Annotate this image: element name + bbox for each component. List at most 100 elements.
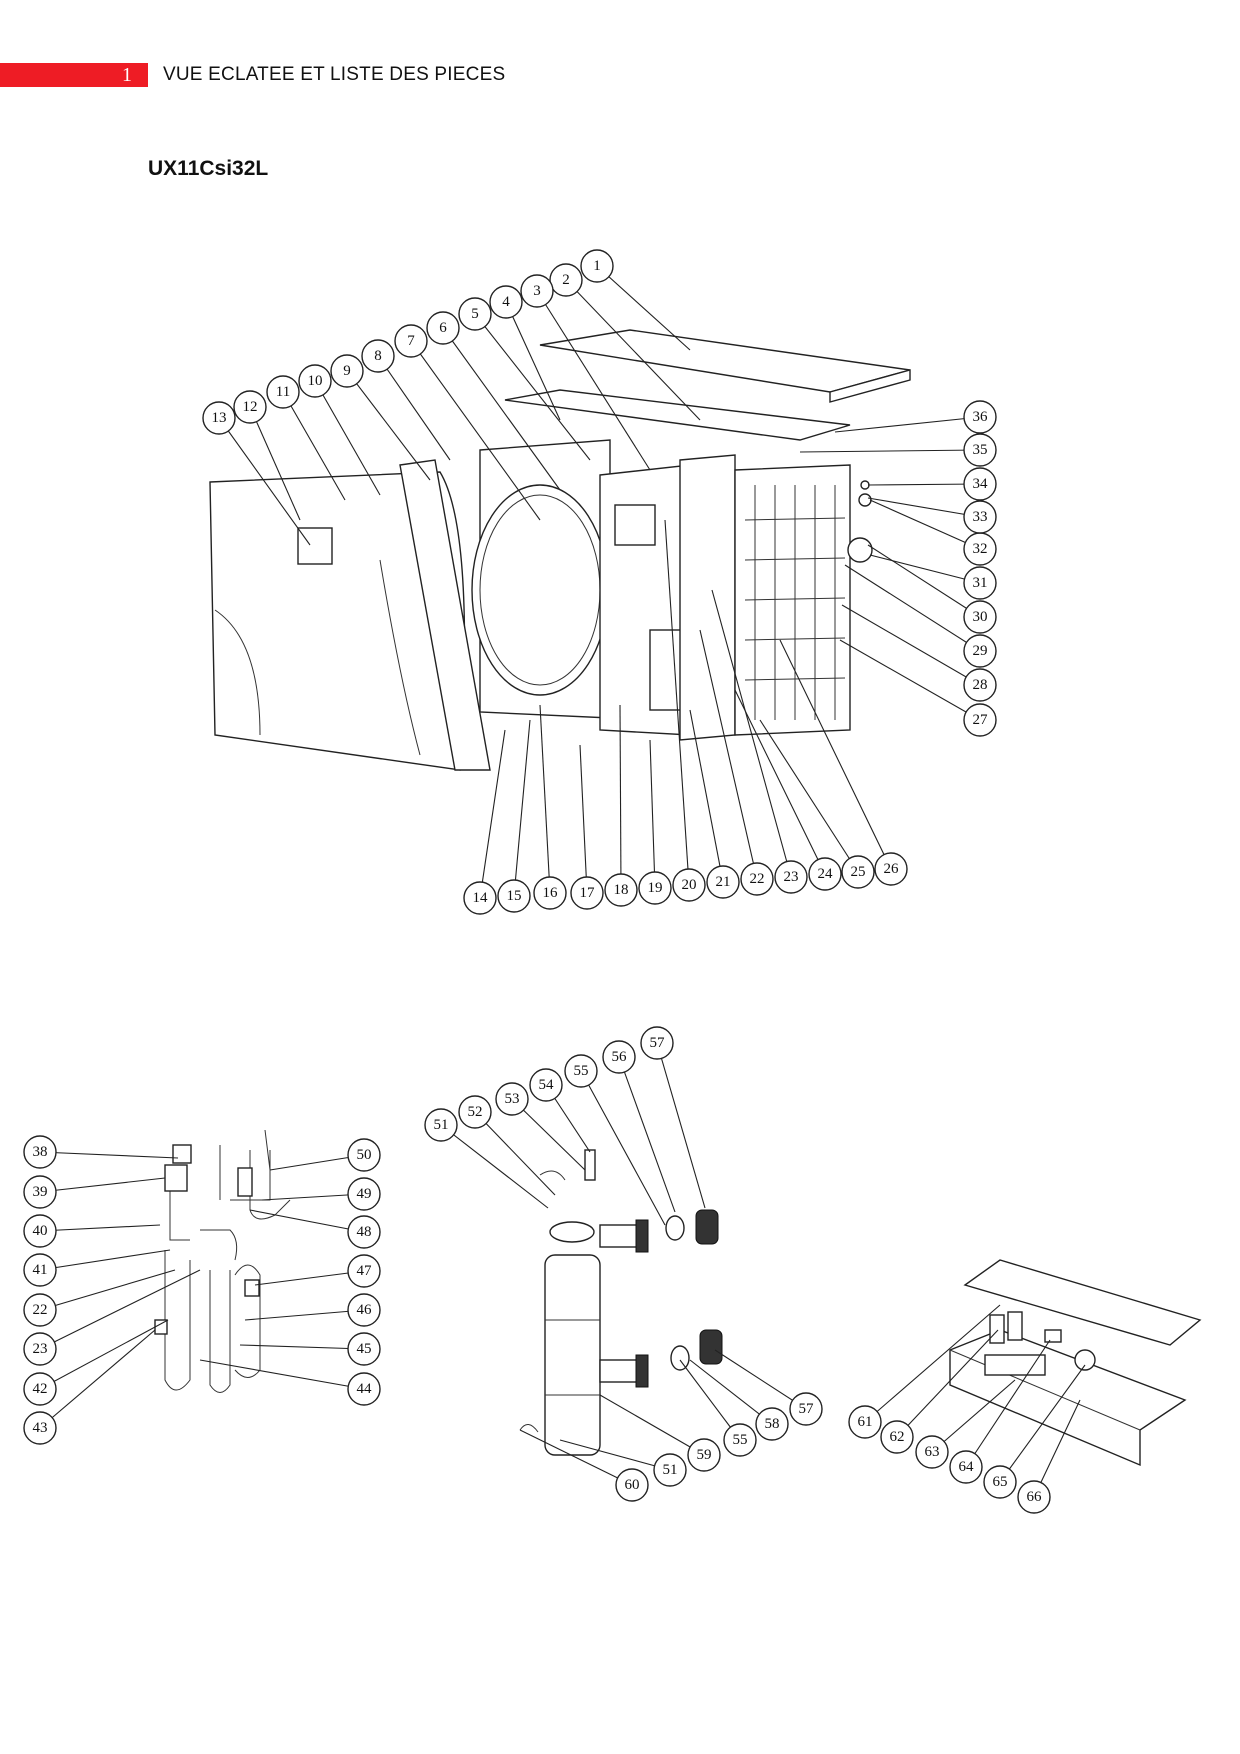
callout-circle	[424, 1108, 458, 1142]
flow-switch	[584, 1149, 596, 1181]
callout-circle	[495, 1082, 529, 1116]
callout-label: 13	[212, 410, 227, 426]
callout-21: 21	[706, 865, 740, 899]
top-plate	[504, 389, 851, 441]
callout-label: 6	[439, 320, 447, 336]
leader-line	[536, 290, 651, 471]
callout-circle	[963, 703, 997, 737]
callout-circle	[202, 401, 236, 435]
callout-label: 22	[33, 1302, 48, 1318]
callout-label: 41	[33, 1262, 48, 1278]
capacitor	[989, 1314, 1005, 1344]
callout-51: 51	[653, 1453, 687, 1487]
callout-label: 56	[612, 1049, 628, 1065]
callout-circle	[963, 500, 997, 534]
leader-line	[931, 1379, 1016, 1453]
callout-label: 17	[580, 885, 596, 901]
union-nut	[695, 1209, 719, 1245]
callout-label: 2	[562, 272, 570, 288]
leader-line	[39, 1224, 161, 1232]
leader-line	[864, 1304, 1001, 1423]
callout-label: 12	[243, 399, 258, 415]
callout-50: 50	[347, 1138, 381, 1172]
callout-53: 53	[495, 1082, 529, 1116]
callout-6: 6	[426, 311, 460, 345]
callout-circle	[602, 1040, 636, 1074]
leader-line	[799, 449, 981, 453]
gasket	[665, 1215, 685, 1241]
box-cover	[963, 1259, 1202, 1346]
callout-33: 33	[963, 500, 997, 534]
callout-label: 57	[650, 1035, 666, 1051]
callout-circle	[394, 324, 428, 358]
callout-label: 66	[1027, 1489, 1043, 1505]
callout-label: 5	[471, 306, 479, 322]
callout-27: 27	[963, 703, 997, 737]
callout-51: 51	[424, 1108, 458, 1142]
callout-13: 13	[202, 401, 236, 435]
callout-circle	[789, 1392, 823, 1426]
callout-circle	[848, 1405, 882, 1439]
callout-circle	[458, 1095, 492, 1129]
leader-line	[39, 1177, 166, 1193]
callout-44: 44	[347, 1372, 381, 1406]
leader-line	[244, 1309, 365, 1321]
callout-label: 21	[716, 874, 731, 890]
callout-52: 52	[458, 1095, 492, 1129]
pressure-switch	[172, 1144, 192, 1164]
leader-line	[619, 704, 622, 891]
callout-circle	[23, 1135, 57, 1169]
callout-label: 20	[682, 877, 697, 893]
callout-circle	[841, 855, 875, 889]
callout-22: 22	[740, 862, 774, 896]
callout-61: 61	[848, 1405, 882, 1439]
leader-line	[839, 639, 981, 721]
callout-15: 15	[497, 879, 531, 913]
leader-line	[39, 1249, 171, 1271]
callout-56: 56	[602, 1040, 636, 1074]
callout-circle	[653, 1453, 687, 1487]
callout-label: 57	[799, 1401, 815, 1417]
callout-label: 22	[750, 871, 765, 887]
leader-line	[714, 1349, 807, 1410]
electrical-box-drawing	[949, 1259, 1202, 1467]
callout-circle	[963, 634, 997, 668]
callout-label: 23	[784, 869, 799, 885]
callout-28: 28	[963, 668, 997, 702]
callout-circle	[549, 263, 583, 297]
callout-label: 52	[468, 1104, 483, 1120]
callout-label: 51	[434, 1117, 449, 1133]
callout-circle	[533, 876, 567, 910]
leader-line	[440, 1124, 549, 1209]
callout-label: 34	[973, 476, 989, 492]
callout-36: 36	[963, 400, 997, 434]
heat-exchanger-drawing	[519, 1149, 723, 1456]
leader-line	[346, 370, 431, 481]
leader-line	[249, 1209, 365, 1233]
callout-circle	[755, 1407, 789, 1441]
callout-label: 58	[765, 1416, 780, 1432]
leader-line	[999, 1364, 1086, 1483]
callout-label: 30	[973, 609, 988, 625]
callout-63: 63	[915, 1435, 949, 1469]
leader-line	[867, 483, 981, 486]
leader-line	[249, 406, 301, 521]
callout-24: 24	[808, 857, 842, 891]
leader-line	[596, 265, 691, 351]
callout-circle	[347, 1215, 381, 1249]
callout-circle	[1017, 1480, 1051, 1514]
callout-30: 30	[963, 600, 997, 634]
leader-line	[779, 639, 892, 870]
leader-line	[39, 1269, 201, 1350]
callout-circle	[233, 390, 267, 424]
callout-circle	[463, 881, 497, 915]
leader-line	[39, 1319, 169, 1390]
leader-line	[579, 744, 588, 894]
leader-line	[218, 417, 311, 546]
callout-circle	[983, 1465, 1017, 1499]
callout-label: 8	[374, 348, 382, 364]
callout-circle	[874, 852, 908, 886]
callout-circle	[23, 1253, 57, 1287]
controller-display	[297, 527, 333, 565]
callout-38: 38	[23, 1135, 57, 1169]
